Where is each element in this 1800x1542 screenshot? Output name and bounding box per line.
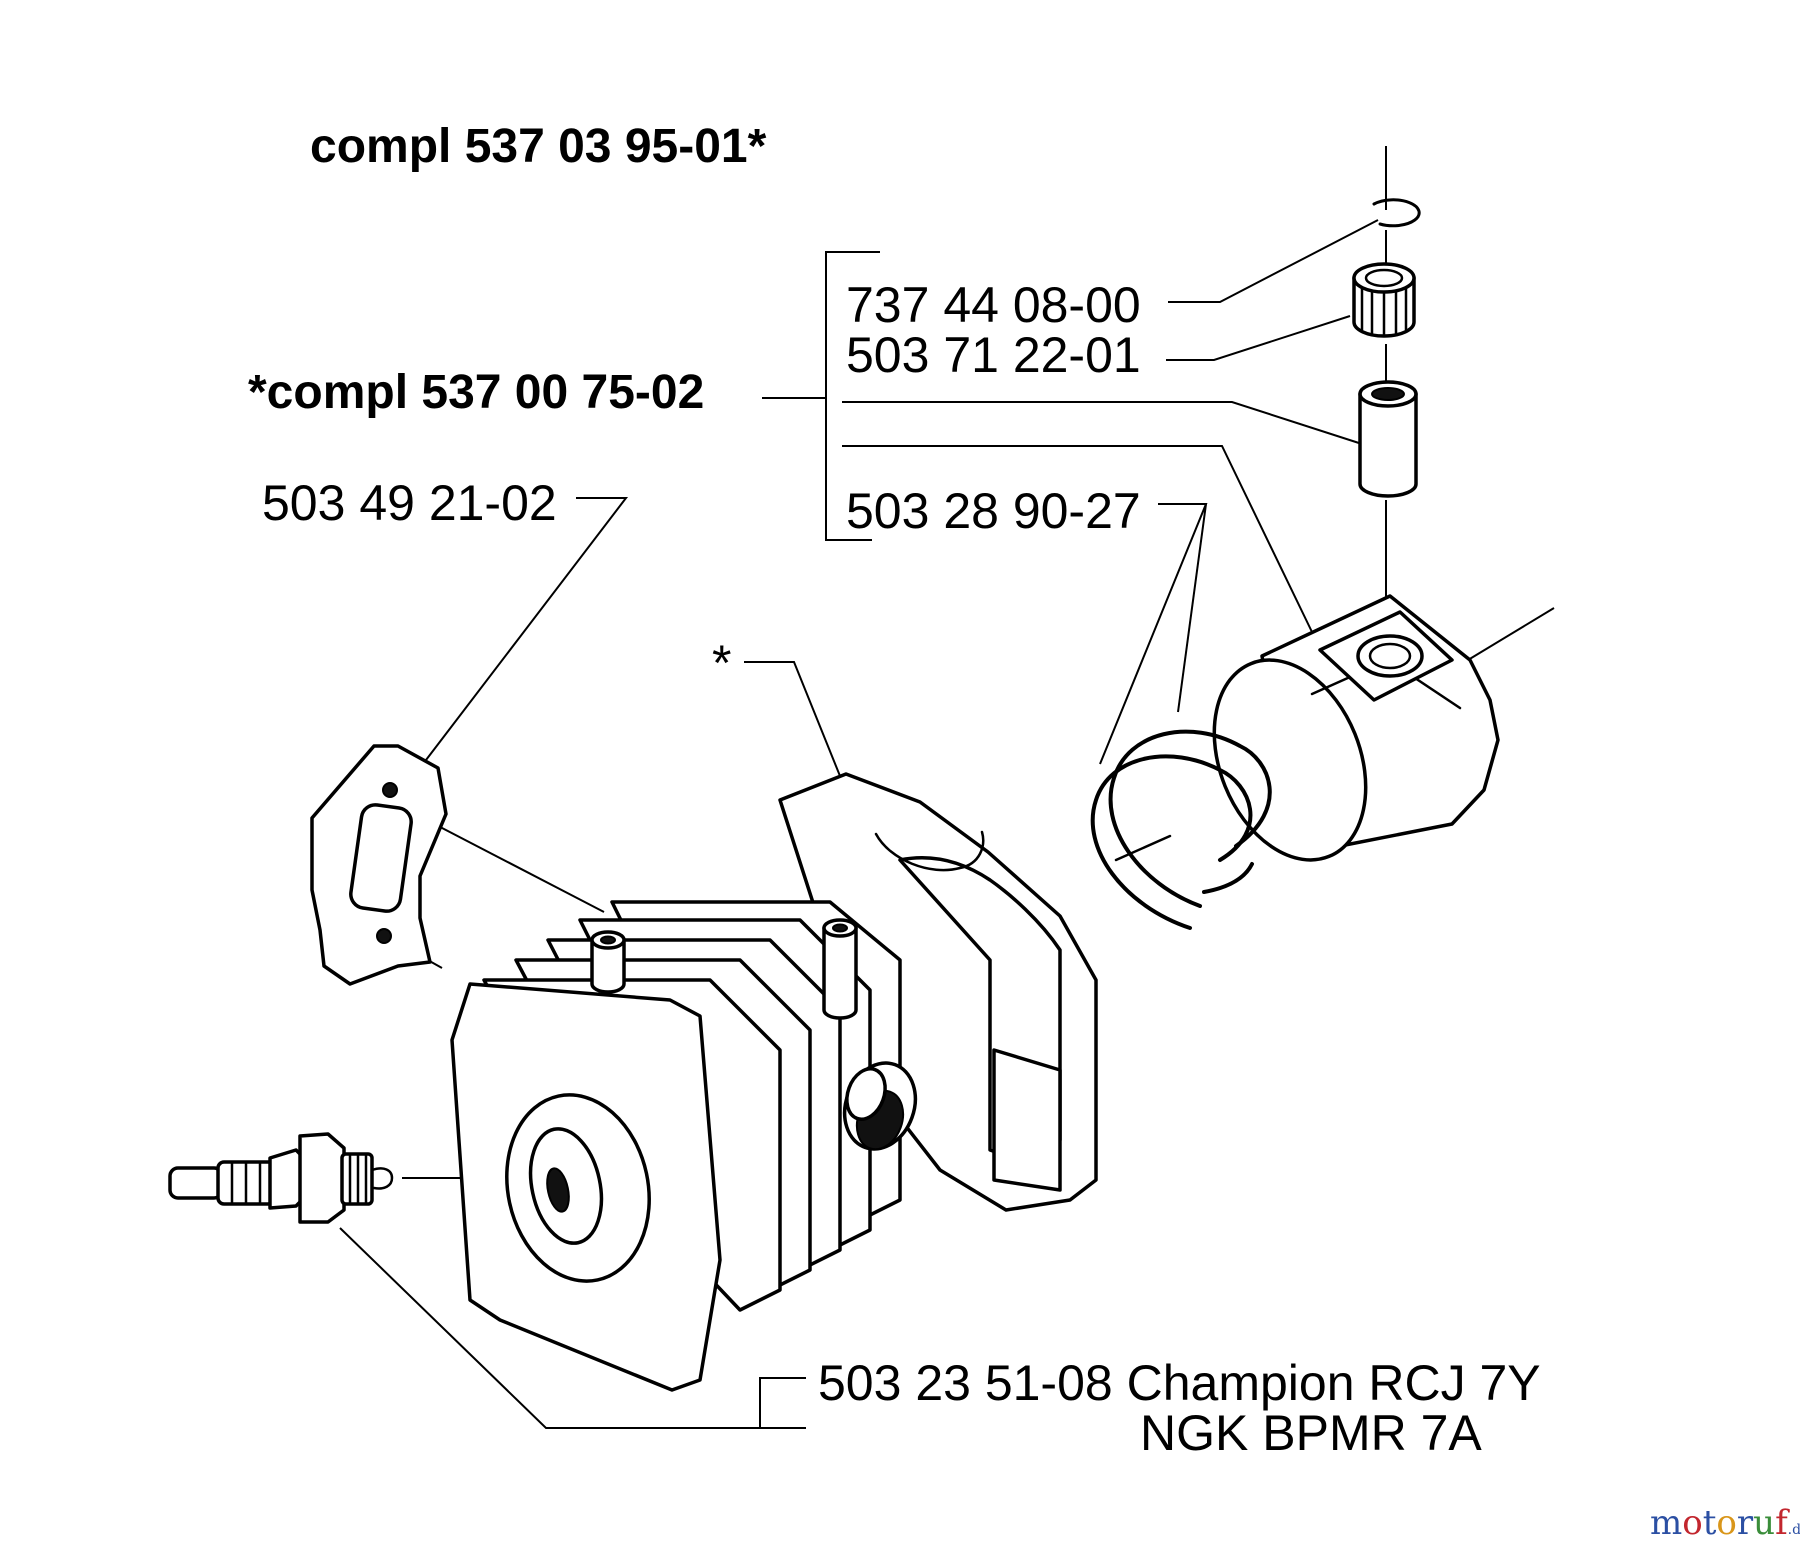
label-piston-rings: 503 28 90-27 bbox=[846, 483, 1141, 539]
needle-bearing-part bbox=[1352, 262, 1416, 338]
label-circlip: 737 44 08-00 bbox=[846, 277, 1141, 333]
label-compl-piston: *compl 537 00 75-02 bbox=[248, 366, 704, 419]
watermark-letter: t bbox=[1703, 1503, 1717, 1542]
watermark: motoruf.de bbox=[1650, 1503, 1800, 1542]
watermark-suffix: .de bbox=[1788, 1522, 1800, 1538]
label-compl-cylinder: compl 537 03 95-01* bbox=[310, 120, 767, 173]
piston-part bbox=[1212, 594, 1500, 862]
watermark-letter: o bbox=[1716, 1503, 1736, 1542]
watermark-letter: u bbox=[1753, 1503, 1775, 1542]
leader-lines bbox=[339, 146, 1555, 1429]
gasket-part bbox=[310, 744, 448, 986]
label-asterisk: * bbox=[712, 635, 731, 691]
cylinder-part bbox=[450, 772, 1098, 1392]
circlip-part bbox=[1372, 198, 1421, 228]
label-spark-plug-line1: 503 23 51-08 Champion RCJ 7Y bbox=[818, 1355, 1541, 1411]
label-spark-plug-line2: NGK BPMR 7A bbox=[1140, 1405, 1482, 1461]
piston-pin-part bbox=[1358, 380, 1418, 498]
watermark-letter: o bbox=[1682, 1503, 1702, 1542]
spark-plug-part bbox=[168, 1132, 394, 1224]
label-gasket: 503 49 21-02 bbox=[262, 475, 557, 531]
watermark-letter: f bbox=[1775, 1503, 1790, 1542]
watermark-letter: r bbox=[1737, 1503, 1754, 1542]
piston-rings-part bbox=[1090, 729, 1272, 930]
label-needle-bearing: 503 71 22-01 bbox=[846, 327, 1141, 383]
watermark-letter: m bbox=[1650, 1503, 1682, 1542]
